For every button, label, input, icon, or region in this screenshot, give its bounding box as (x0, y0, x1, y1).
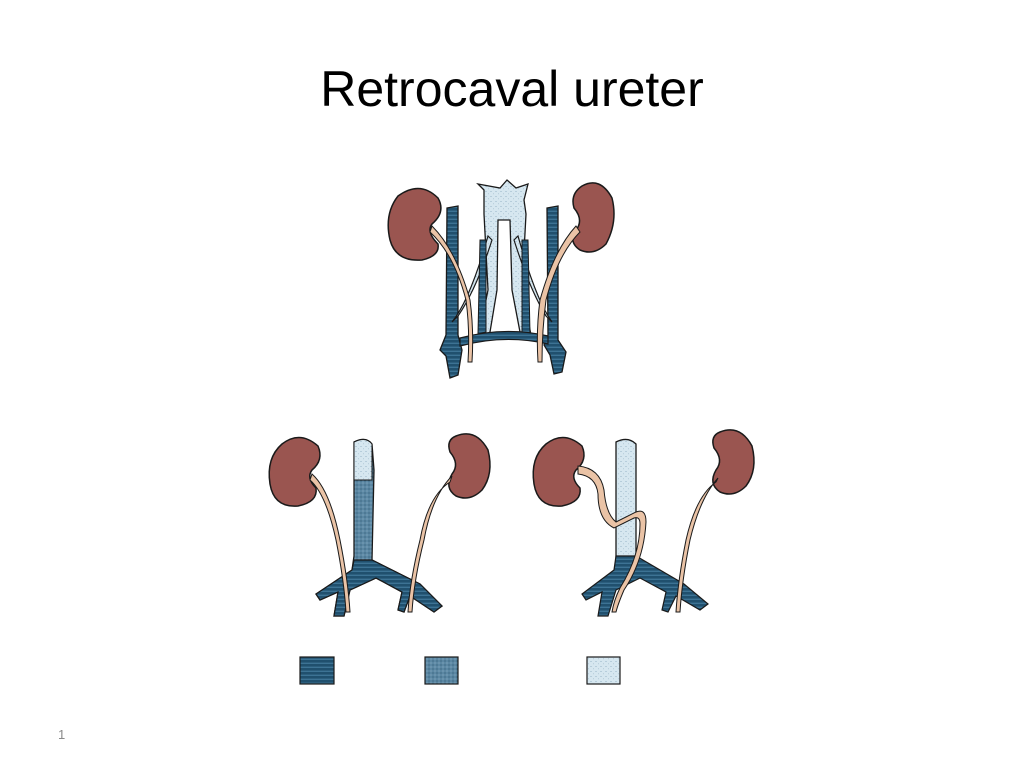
legend (299, 656, 621, 685)
central-dark-strip-right (521, 239, 531, 335)
retrocaval-iliac-dark (581, 555, 709, 617)
retrocaval-ivc (615, 438, 637, 561)
ureter-top-left (429, 225, 474, 363)
kidney-retrocaval-left (532, 436, 585, 507)
kidney-retrocaval-right (712, 429, 755, 495)
ureter-normal-right (407, 475, 453, 613)
panel-normal-ivc (268, 433, 491, 617)
slide-number: 1 (58, 727, 66, 742)
legend-swatch-light (586, 656, 621, 685)
ureter-retrocaval-right (675, 477, 719, 613)
kidney-normal-right (448, 433, 491, 499)
iliac-anastomosis (459, 330, 549, 347)
ureter-retrocaval-left (577, 465, 647, 613)
kidney-top-right (572, 182, 615, 253)
ureter-normal-left (309, 473, 351, 613)
legend-swatch-stippled (424, 656, 459, 685)
panel-embryonic-veins (387, 179, 615, 379)
ureter-top-right (536, 225, 581, 363)
left-dark-vein (439, 205, 463, 379)
panel-retrocaval-ivc (532, 429, 755, 617)
central-dark-strip-left (477, 239, 487, 335)
kidney-normal-left (268, 436, 321, 507)
normal-ivc-top-light (353, 438, 373, 481)
normal-iliac-dark (315, 559, 443, 617)
legend-swatch-dark-striped (299, 656, 335, 685)
kidney-top-left (387, 187, 442, 261)
slide-title: Retrocaval ureter (320, 61, 704, 117)
